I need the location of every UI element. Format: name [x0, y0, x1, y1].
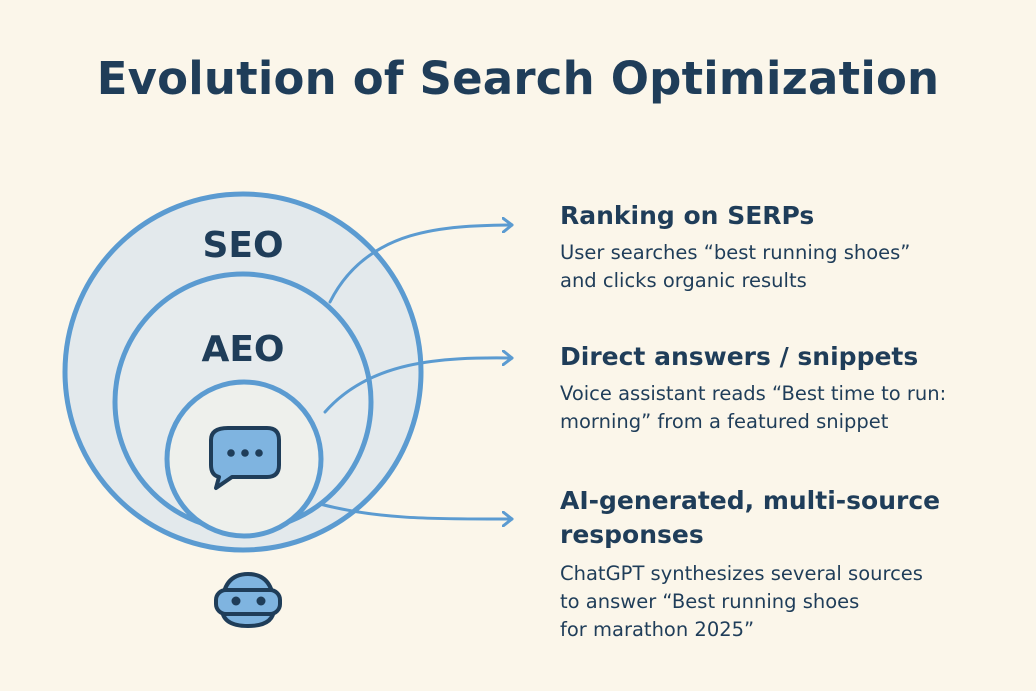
arrow-seo [328, 225, 514, 304]
item-heading-line: AI-generated, multi-source [560, 486, 941, 515]
page-title: Evolution of Search Optimization [96, 52, 940, 105]
item-text-line: morning” from a featured snippet [560, 410, 889, 433]
aeo-label: AEO [201, 329, 284, 370]
item-ai: AI-generated, multi-source responses Cha… [560, 484, 940, 644]
robot-head-icon [214, 572, 282, 628]
item-description: User searches “best running shoes” and c… [560, 239, 910, 295]
seo-label: SEO [202, 225, 283, 266]
item-seo: Ranking on SERPs User searches “best run… [560, 200, 910, 295]
item-description: ChatGPT synthesizes several sources to a… [560, 560, 940, 644]
arrow-ai [318, 502, 514, 519]
item-text-line: ChatGPT synthesizes several sources [560, 562, 923, 585]
item-text-line: Voice assistant reads “Best time to run: [560, 382, 947, 405]
item-heading: Ranking on SERPs [560, 200, 910, 231]
item-text-line: for marathon 2025” [560, 618, 755, 641]
item-text-line: to answer “Best running shoes [560, 590, 860, 613]
item-heading-line: Ranking on SERPs [560, 201, 815, 230]
item-heading-line: responses [560, 520, 704, 549]
arrow-aeo [323, 358, 514, 414]
chat-bubble-icon [209, 426, 281, 490]
item-description: Voice assistant reads “Best time to run:… [560, 380, 946, 436]
item-heading-line: Direct answers / snippets [560, 342, 919, 371]
item-heading: Direct answers / snippets [560, 341, 946, 372]
item-heading: AI-generated, multi-source responses [560, 484, 940, 552]
item-text-line: and clicks organic results [560, 269, 807, 292]
item-text-line: User searches “best running shoes” [560, 241, 911, 264]
item-aeo: Direct answers / snippets Voice assistan… [560, 341, 946, 436]
